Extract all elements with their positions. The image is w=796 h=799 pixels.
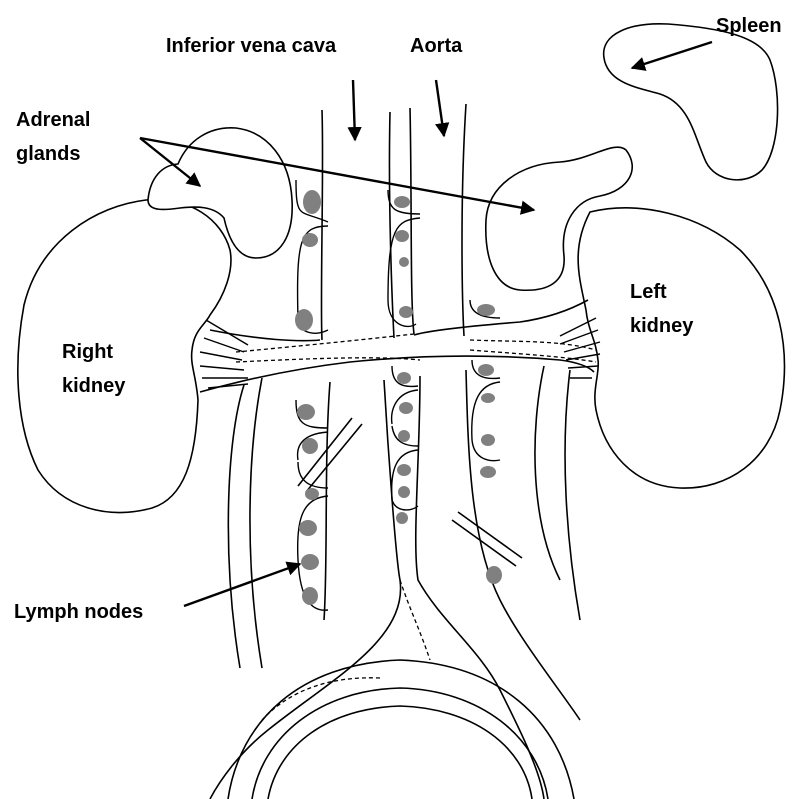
lymph-node (302, 587, 318, 605)
lymph-node (302, 438, 318, 454)
lymph-node (481, 434, 495, 446)
lymph-node (486, 566, 502, 584)
lymph-node (297, 404, 315, 420)
aorta (410, 104, 466, 336)
left-kidney-label-line1: Left (630, 281, 667, 303)
lymph-node (396, 512, 408, 524)
lymph-node (397, 464, 411, 476)
lymph-node (301, 554, 319, 570)
lymph-node (302, 233, 318, 247)
lymph-node (399, 402, 413, 414)
spleen-label: Spleen (716, 15, 782, 37)
right-hilum-lines (200, 320, 248, 388)
right-kidney-shape (18, 200, 231, 513)
lymph-node (394, 196, 410, 208)
lymph-node (481, 393, 495, 403)
aorta-arrow (436, 80, 444, 136)
lymph-node (295, 309, 313, 331)
ivc-arrow (353, 80, 355, 140)
left-crossing-vessel (452, 512, 522, 566)
adrenal-label-line1: Adrenal (16, 109, 90, 131)
lymph-node (398, 430, 410, 442)
inferior-vena-cava (321, 110, 394, 340)
lymph-nodes-label: Lymph nodes (14, 601, 143, 623)
renal-vessels-upper (210, 300, 588, 341)
lymph-node (303, 190, 321, 214)
right-kidney-label-line2: kidney (62, 375, 126, 397)
right-crossing-vessel (298, 418, 362, 492)
lymph-node (399, 306, 413, 318)
lymph-node (299, 520, 317, 536)
lower-dashed-vessel (262, 580, 430, 720)
iliac-arches (228, 660, 574, 799)
lymph-node (399, 257, 409, 267)
lymph-node (397, 372, 411, 384)
adrenal-label-line2: glands (16, 143, 80, 165)
left-kidney-shape (578, 208, 784, 488)
aorta-label: Aorta (410, 35, 463, 57)
lymph-node (480, 466, 496, 478)
lymph-node (478, 364, 494, 376)
right-kidney-label-line1: Right (62, 341, 113, 363)
lymph-nodes-arrow (184, 564, 300, 606)
lymph-node (398, 486, 410, 498)
ivc-label: Inferior vena cava (166, 35, 337, 57)
lymph-node (305, 488, 319, 500)
lymph-node (477, 304, 495, 316)
lymph-node (395, 230, 409, 242)
left-kidney-label-line2: kidney (630, 315, 694, 337)
